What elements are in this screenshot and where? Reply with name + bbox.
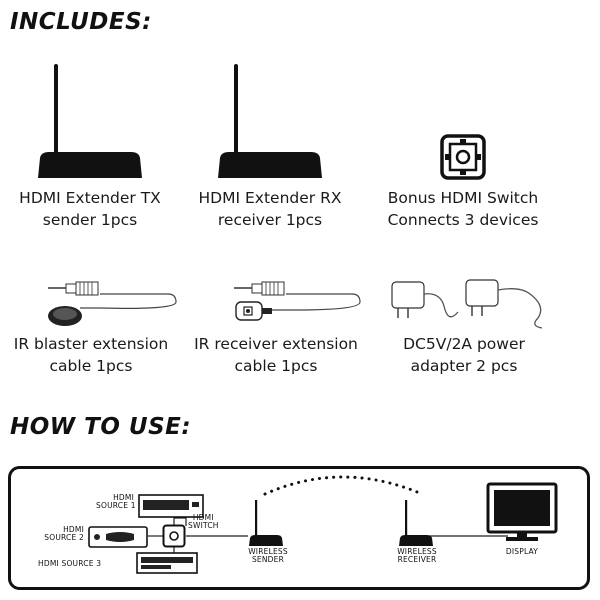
source2-label-line1: HDMI: [63, 525, 84, 534]
receiver-label-line1: WIRELESS: [397, 547, 437, 556]
hdmi-source1-device-icon: [138, 494, 204, 518]
source2-label-line2: SOURCE 2: [44, 533, 84, 542]
power-adapter-line2: adapter 2 pcs: [410, 357, 518, 375]
tx-sender-icon: [38, 64, 142, 178]
rx-receiver-icon: [218, 64, 322, 178]
sender-label-line1: WIRELESS: [248, 547, 288, 556]
source1-label-line1: HDMI: [113, 493, 134, 502]
hdmi-switch-caption: Bonus HDMI Switch Connects 3 devices: [365, 187, 561, 231]
ir-receiver-line2: cable 1pcs: [234, 357, 318, 375]
ir-receiver-line1: IR receiver extension: [194, 335, 358, 353]
how-to-use-heading: HOW TO USE:: [10, 414, 192, 440]
receiver-label-line2: RECEIVER: [397, 555, 437, 564]
hdmi-switch-line2: Connects 3 devices: [387, 211, 539, 229]
switch-label-line1: HDMI: [192, 513, 214, 522]
rx-receiver-line2: receiver 1pcs: [217, 211, 323, 229]
source3-label: HDMI SOURCE 3: [38, 559, 102, 568]
rx-receiver-caption: HDMI Extender RX receiver 1pcs: [180, 187, 360, 231]
how-to-use-diagram: HDMI SOURCE 1 HDMI SOURCE 2 HDMI SOURCE …: [8, 466, 590, 590]
hdmi-source2-device-icon: [88, 526, 148, 548]
display-label: DISPLAY: [505, 547, 539, 556]
display-monitor-icon: [486, 482, 558, 541]
includes-heading: INCLUDES:: [10, 9, 152, 35]
ir-blaster-cable-icon: [48, 281, 177, 326]
receiver-label: WIRELESS RECEIVER: [392, 548, 442, 564]
source1-label: HDMI SOURCE 1: [96, 493, 136, 510]
tx-sender-caption: HDMI Extender TX sender 1pcs: [0, 187, 180, 231]
hdmi-switch-line1: Bonus HDMI Switch: [387, 189, 539, 207]
ir-receiver-caption: IR receiver extension cable 1pcs: [186, 333, 366, 377]
sender-label-line2: SENDER: [251, 555, 285, 564]
hdmi-switch-icon: [440, 134, 486, 180]
power-adapter-line1: DC5V/2A power: [403, 335, 525, 353]
switch-label: HDMI SWITCH: [188, 514, 219, 530]
sender-label: WIRELESS SENDER: [244, 548, 292, 564]
tx-sender-line2: sender 1pcs: [42, 211, 138, 229]
tx-sender-line1: HDMI Extender TX: [19, 189, 161, 207]
rx-receiver-line1: HDMI Extender RX: [198, 189, 342, 207]
wireless-sender-icon: [249, 500, 283, 546]
power-adapter-icon: [391, 279, 543, 329]
switch-label-line2: SWITCH: [188, 521, 219, 530]
power-adapter-caption: DC5V/2A power adapter 2 pcs: [372, 333, 556, 377]
ir-blaster-line2: cable 1pcs: [49, 357, 133, 375]
ir-blaster-caption: IR blaster extension cable 1pcs: [0, 333, 182, 377]
diagram-switch-icon: [162, 524, 186, 548]
hdmi-source3-device-icon: [136, 552, 198, 574]
wireless-receiver-icon: [399, 500, 433, 546]
ir-blaster-line1: IR blaster extension: [13, 335, 169, 353]
ir-receiver-cable-icon: [234, 281, 361, 321]
source2-label: HDMI SOURCE 2: [44, 526, 84, 542]
source1-label-line2: SOURCE 1: [96, 501, 136, 510]
